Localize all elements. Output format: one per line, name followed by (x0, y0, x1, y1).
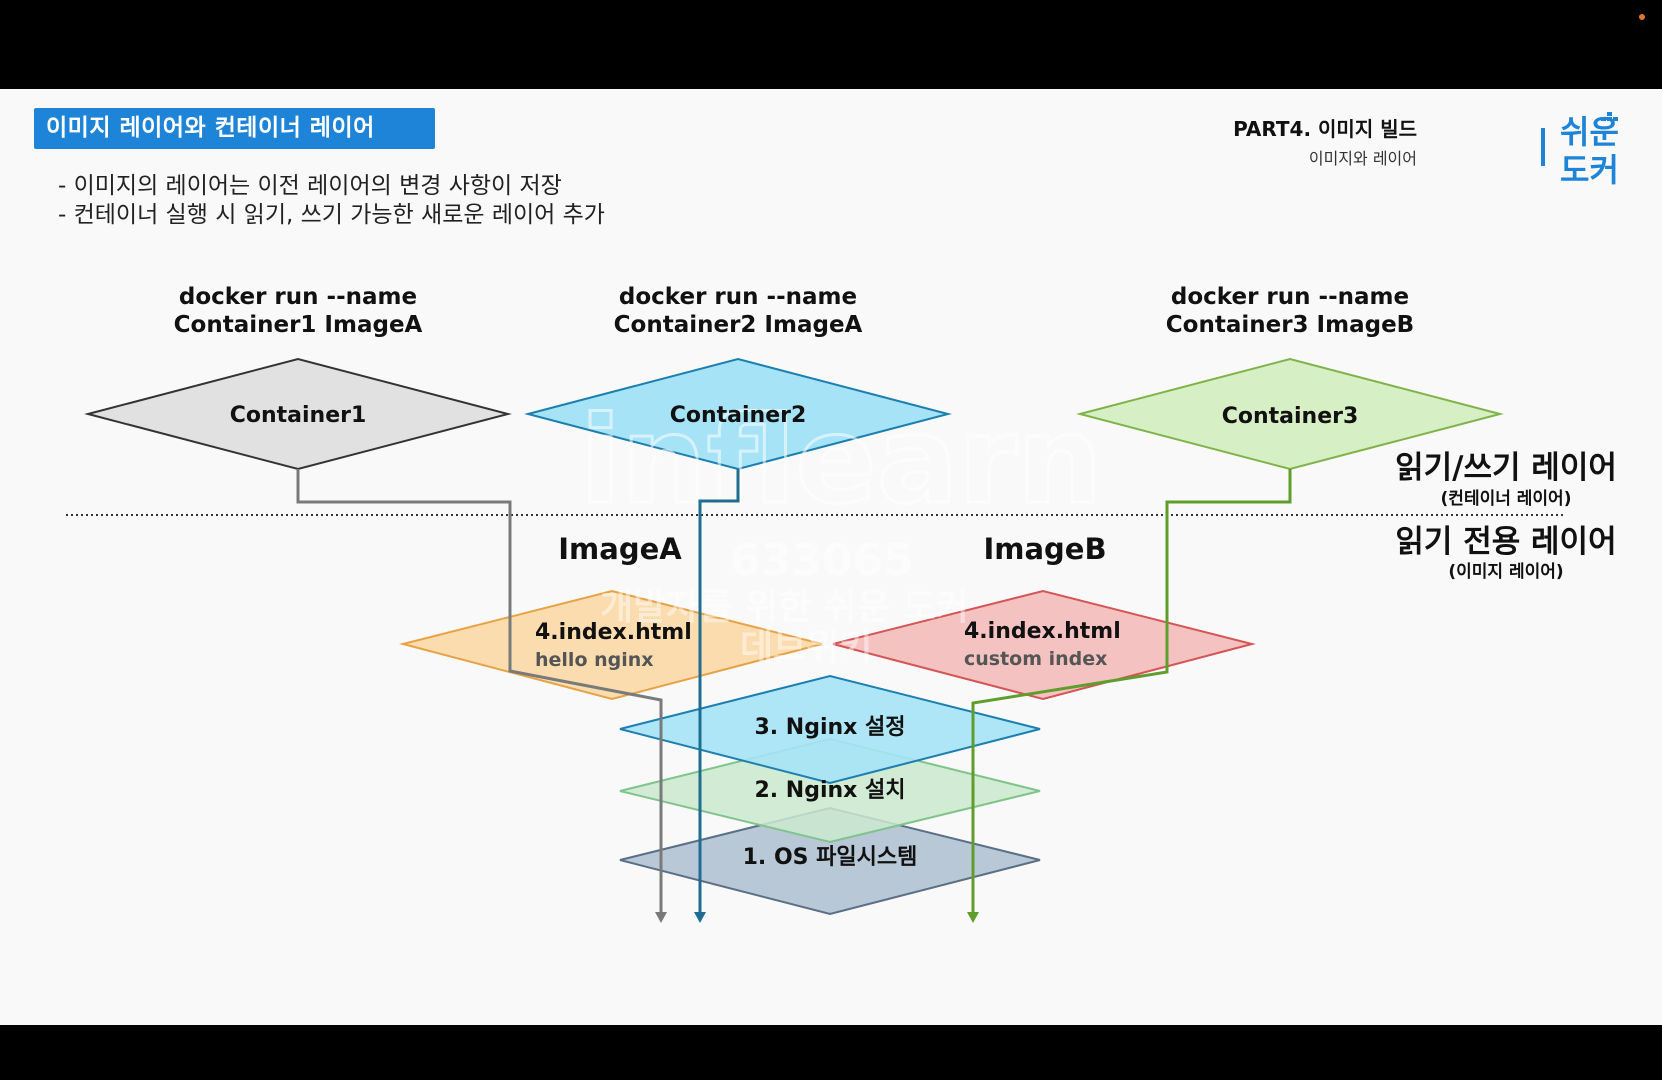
container-1-label: Container1 (230, 403, 367, 428)
layer-imagea-index (399, 589, 823, 701)
bullet-2: - 컨테이너 실행 시 읽기, 쓰기 가능한 새로운 레이어 추가 (58, 202, 605, 228)
rw-layer-label: 읽기/쓰기 레이어 (1395, 450, 1617, 486)
watermark-logo: inflearn (580, 392, 1102, 531)
layer-nginx-config (619, 674, 1041, 785)
imageb-layer-title: 4.index.html (964, 619, 1121, 644)
image-a-label: ImageA (558, 532, 682, 566)
part-label: PART4. 이미지 빌드 (1233, 117, 1417, 141)
nginx-config-label: 3. Nginx 설정 (754, 715, 905, 740)
container-3-label: Container3 (1222, 404, 1359, 429)
imagea-layer-title: 4.index.html (535, 620, 692, 645)
container-2-layer (524, 357, 952, 471)
nginx-install-label: 2. Nginx 설치 (754, 778, 905, 803)
os-filesystem-label: 1. OS 파일시스템 (743, 845, 918, 870)
container-2-label: Container2 (670, 403, 807, 428)
top-letterbox (0, 0, 1662, 89)
brand-line-2: 도커 (1560, 151, 1619, 189)
slide: 이미지 레이어와 컨테이너 레이어 - 이미지의 레이어는 이전 레이어의 변경… (0, 89, 1662, 1025)
imagea-layer-sub: hello nginx (535, 649, 654, 671)
command-2-line-2: Container2 ImageA (614, 312, 863, 338)
watermark-id: 633065 (730, 535, 914, 586)
layer-diagram: inflearn 633065 개발자를 위한 쉬운 도커 데브위키 docke… (66, 284, 1617, 923)
bullet-1: - 이미지의 레이어는 이전 레이어의 변경 사항이 저장 (58, 173, 562, 199)
container-2-arrowhead (694, 912, 706, 923)
image-b-label: ImageB (983, 532, 1106, 566)
container-3-connector (971, 469, 1292, 914)
recording-dot (1639, 14, 1645, 20)
command-3-line-2: Container3 ImageB (1166, 312, 1414, 338)
slide-title-box: 이미지 레이어와 컨테이너 레이어 (34, 108, 435, 149)
bottom-letterbox (0, 1025, 1662, 1080)
whale-icon (1601, 112, 1618, 121)
slide-title: 이미지 레이어와 컨테이너 레이어 (46, 115, 375, 141)
brand-logo: 쉬운 도커 (1560, 113, 1632, 189)
container-1-connector (296, 469, 663, 914)
command-1-line-2: Container1 ImageA (174, 312, 423, 338)
watermark-line-1: 개발자를 위한 쉬운 도커 (600, 587, 969, 628)
brand-divider (1541, 128, 1545, 166)
container-3-arrowhead (967, 912, 979, 923)
ro-layer-sublabel: (이미지 레이어) (1448, 562, 1563, 582)
container-2-connector (698, 469, 740, 914)
command-2-line-1: docker run --name (619, 284, 857, 310)
command-3-line-1: docker run --name (1171, 284, 1409, 310)
ro-layer-label: 읽기 전용 레이어 (1395, 524, 1616, 560)
container-3-layer (1076, 357, 1504, 471)
watermark-line-2: 데브위키 (740, 627, 872, 668)
rw-layer-sublabel: (컨테이너 레이어) (1441, 489, 1572, 509)
container-1-arrowhead (655, 912, 667, 923)
layer-imageb-index (832, 589, 1256, 701)
imageb-layer-sub: custom index (964, 648, 1107, 670)
container-1-layer (84, 357, 512, 471)
command-1-line-1: docker run --name (179, 284, 417, 310)
part-subtitle: 이미지와 레이어 (1308, 149, 1417, 168)
